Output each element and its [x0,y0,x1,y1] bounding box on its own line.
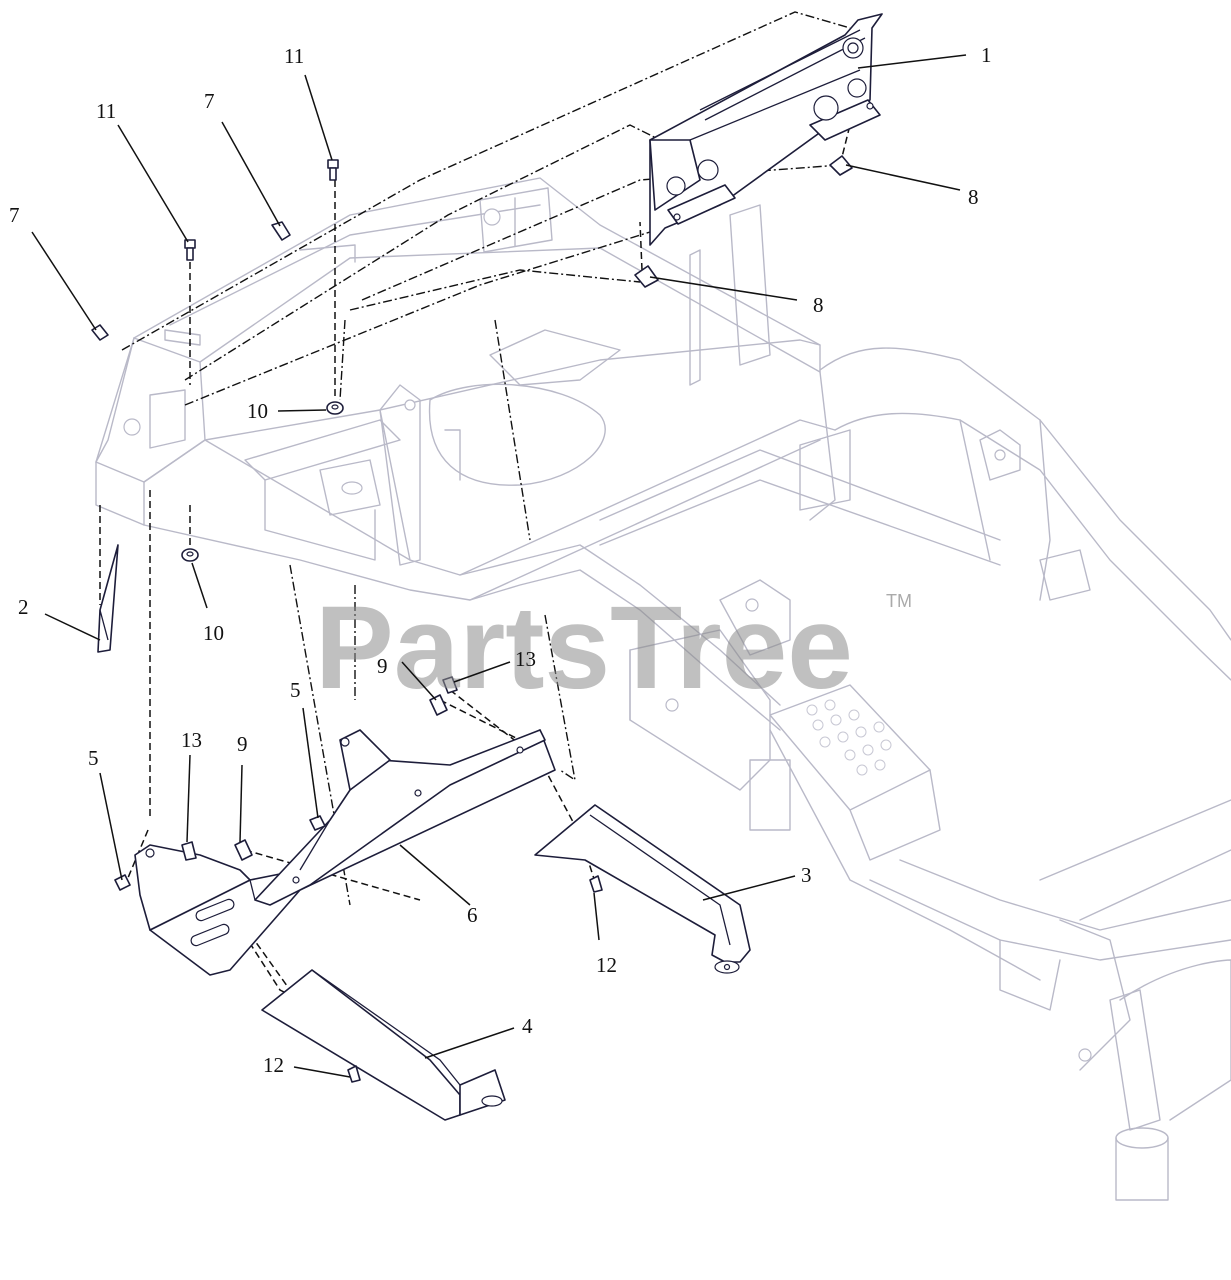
screw-5-a [114,874,131,891]
callout-13-b: 13 [515,647,536,671]
callout-2: 2 [18,595,29,619]
callout-5-b: 5 [290,678,301,702]
nut-10-b [181,548,199,562]
callout-7-b: 7 [204,89,215,113]
part-4-lower-shield [261,969,506,1121]
part-3-right-shield [534,804,751,974]
clip-12-a [589,875,603,893]
nut-10-a [326,401,344,415]
callout-7-a: 7 [9,203,20,227]
callout-9-b: 9 [377,654,388,678]
callout-10-b: 10 [203,621,224,645]
watermark: PartsTree TM [315,582,912,714]
bolt-9-b [429,694,448,716]
callout-6: 6 [467,903,478,927]
watermark-tm: TM [886,591,912,611]
callout-11-a: 11 [96,99,116,123]
callouts: 1 2 3 4 5 5 6 7 7 8 8 9 9 10 10 11 11 12… [9,43,992,1077]
callout-12-b: 12 [263,1053,284,1077]
pin-7-b [271,221,291,241]
callout-4: 4 [522,1014,533,1038]
bolt-9-a [234,839,253,861]
clip-12-b [347,1065,361,1083]
callout-12-a: 12 [596,953,617,977]
callout-5-a: 5 [88,746,99,770]
callout-8-b: 8 [813,293,824,317]
bolt-11-b [327,159,339,181]
callout-1: 1 [981,43,992,67]
callout-13-a: 13 [181,728,202,752]
leader-lines [31,54,967,1078]
callout-11-b: 11 [284,44,304,68]
callout-9-a: 9 [237,732,248,756]
clip-8-b [634,265,659,288]
watermark-text: PartsTree [315,582,853,714]
callout-3: 3 [801,863,812,887]
clip-8-a [829,155,853,176]
screw-5-b [309,815,326,831]
assembly-lines [99,11,851,1001]
bolt-13-b [442,676,458,694]
part-1-upper-shield [649,13,883,246]
bolt-11-a [184,239,196,261]
callout-10-a: 10 [247,399,268,423]
callout-8-a: 8 [968,185,979,209]
part-6-lower-shield [134,729,556,976]
part-2-bracket [97,544,119,653]
bolt-13-a [181,841,197,861]
